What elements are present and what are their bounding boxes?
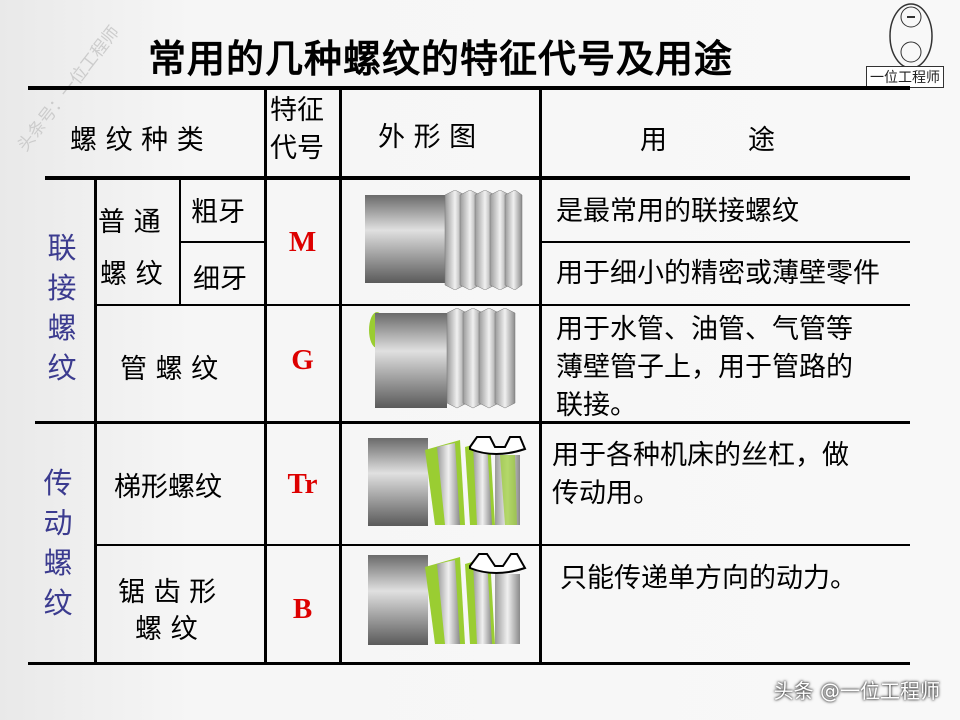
divider [264, 88, 267, 664]
header-use: 用 途 [640, 125, 775, 156]
use-line: 传动用。 [552, 478, 660, 509]
metric-thread-image [365, 190, 523, 290]
table-top-border [28, 86, 910, 90]
header-code-1: 特征 [270, 95, 324, 126]
buttress-thread-image [368, 553, 527, 645]
table-bottom-border [28, 662, 910, 665]
common-label-2: 螺 纹 [100, 259, 163, 290]
use-coarse: 是最常用的联接螺纹 [556, 196, 799, 227]
group-transmission: 传动螺纹 [43, 466, 73, 620]
use-fine: 用于细小的精密或薄壁零件 [556, 258, 880, 289]
code-m: M [288, 226, 317, 258]
use-line: 用于水管、油管、气管等 [556, 314, 853, 345]
header-type: 螺 纹 种 类 [70, 125, 204, 156]
use-line: 薄壁管子上，用于管路的 [556, 352, 853, 383]
divider [339, 88, 342, 664]
pipe-thread-image [369, 308, 516, 409]
header-code-2: 代号 [270, 133, 324, 164]
divider [94, 178, 97, 664]
group-divider [35, 421, 910, 424]
pipe-label: 管 螺 纹 [120, 354, 219, 385]
page-title: 常用的几种螺纹的特征代号及用途 [148, 37, 734, 81]
trapezoid-thread-image [368, 436, 527, 526]
header-shape: 外 形 图 [378, 122, 477, 153]
logo-text: 一位工程师 [866, 66, 944, 88]
divider [539, 88, 542, 664]
fine-label: 细牙 [193, 264, 247, 295]
divider [95, 544, 910, 546]
use-buttress: 只能传递单方向的动力。 [560, 563, 857, 594]
divider [179, 178, 181, 305]
trapezoid-label: 梯形螺纹 [114, 472, 222, 503]
use-trapezoid: 用于各种机床的丝杠，做传动用。 [552, 437, 849, 513]
group-connection: 联接螺纹 [47, 231, 77, 385]
code-g: G [291, 344, 314, 376]
coarse-label: 粗牙 [191, 197, 245, 228]
use-pipe: 用于水管、油管、气管等薄壁管子上，用于管路的联接。 [556, 311, 853, 425]
code-tr: Tr [287, 468, 318, 500]
divider [540, 241, 910, 243]
buttress-label-2: 螺 纹 [135, 614, 198, 645]
use-line: 联接。 [556, 390, 637, 421]
common-label-1: 普 通 [98, 207, 161, 238]
header-bottom-border [45, 176, 910, 180]
use-line: 用于各种机床的丝杠，做 [552, 440, 849, 471]
divider [95, 304, 910, 306]
code-b: B [292, 593, 313, 625]
divider [180, 241, 265, 243]
footer-watermark: 头条 @一位工程师 [773, 679, 940, 703]
buttress-label-1: 锯 齿 形 [118, 577, 217, 608]
